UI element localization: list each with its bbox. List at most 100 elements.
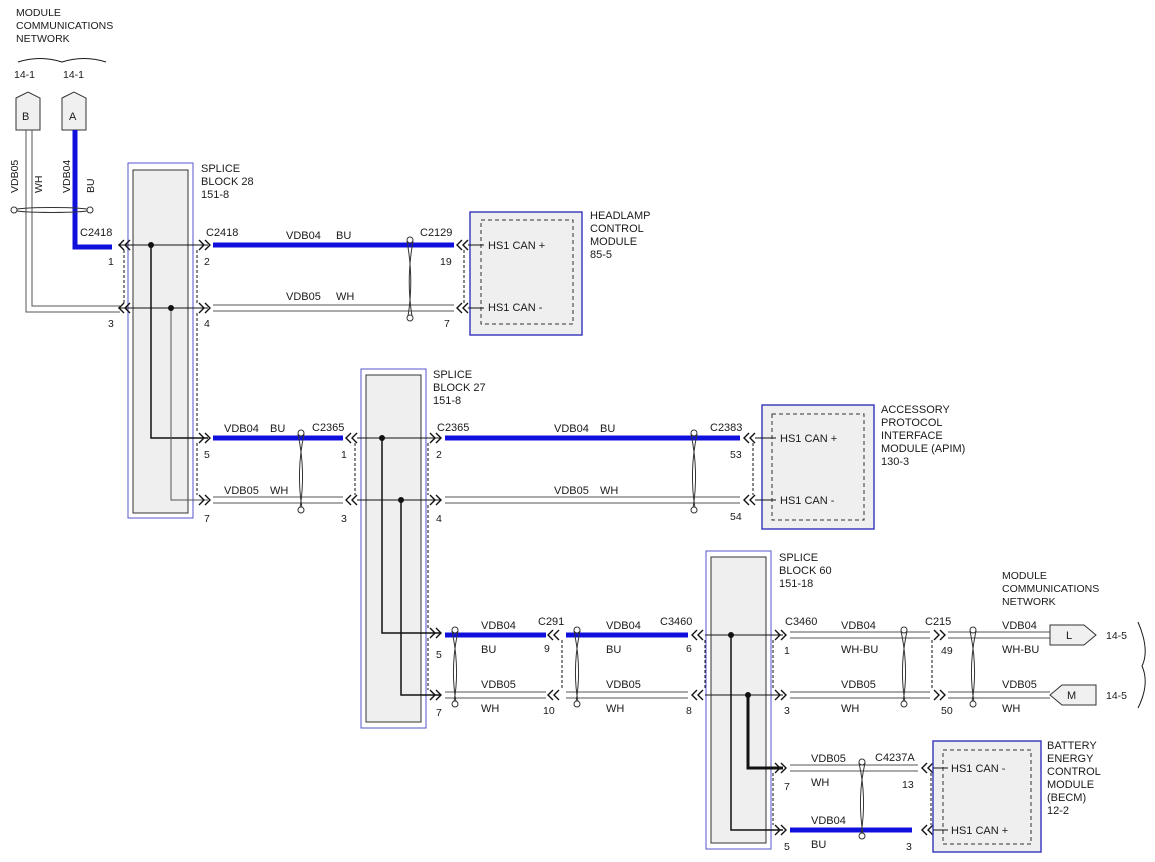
c2383-label: C2383 (710, 422, 742, 434)
connector-c2129[interactable] (456, 239, 469, 314)
wire-c291-s60-can-low (566, 691, 688, 699)
becm-module[interactable] (932, 740, 1042, 853)
c2365-left-label: C2365 (312, 422, 344, 434)
s27-wire-minus-code: VDB05 (224, 485, 259, 497)
s60-wire-minus-code: VDB05 (606, 679, 641, 691)
c3460-right-label: C3460 (785, 616, 817, 628)
apim-title-2: PROTOCOL (881, 417, 943, 429)
becm-wire-plus-color: BU (811, 839, 826, 851)
s60-pin-6: 6 (686, 643, 692, 655)
connector-b[interactable]: B (15, 91, 41, 131)
headlamp-control-module[interactable] (468, 211, 583, 336)
hcm-title-1: HEADLAMP (590, 210, 651, 222)
connector-c2418-right[interactable] (196, 239, 211, 506)
apim-module[interactable] (755, 404, 875, 530)
splice-block-27[interactable] (360, 368, 427, 729)
connector-c2365-right[interactable] (427, 432, 442, 701)
hcm-title-4: 85-5 (590, 249, 612, 261)
becm-title-6: 12-2 (1047, 805, 1069, 817)
connector-c291[interactable] (547, 629, 563, 701)
splice28-title-2: BLOCK 28 (201, 176, 254, 188)
c2418-pin-3: 3 (108, 318, 114, 330)
becm-wire-minus-code: VDB05 (811, 753, 846, 765)
apim-pin-54: 54 (730, 511, 742, 523)
connector-c2418-left[interactable] (118, 239, 131, 314)
becm-pin-3: 3 (906, 841, 912, 853)
s27-pin-5: 5 (436, 649, 442, 661)
network-right-title-1: MODULE (1002, 570, 1047, 582)
wire-b-color: WH (33, 176, 45, 194)
connector-c3460-right[interactable] (772, 629, 787, 836)
wire-apim-can-low (445, 496, 740, 504)
connector-l[interactable]: L (1049, 624, 1097, 646)
c215b-twist (969, 626, 977, 708)
apim-wire-minus-color: WH (600, 485, 618, 497)
s27-pin-3: 3 (341, 513, 347, 525)
connector-c2365-left[interactable] (345, 432, 358, 506)
apim-can-plus-label: HS1 CAN + (780, 433, 837, 445)
becm-title-1: BATTERY (1047, 740, 1097, 752)
connector-c3460-left[interactable] (691, 629, 706, 701)
net-wire-l-code: VDB04 (1002, 620, 1037, 632)
c3460-left-label: C3460 (660, 616, 692, 628)
connector-b-label: B (22, 111, 29, 123)
becm-twist (858, 758, 866, 840)
c4237a-label: C4237A (875, 752, 915, 764)
connector-c215[interactable] (931, 629, 946, 701)
becm-pin-13: 13 (902, 779, 914, 791)
splice60-title-3: 151-18 (779, 578, 813, 590)
connector-a-label: A (69, 111, 77, 123)
becm-title-5: (BECM) (1047, 792, 1086, 804)
c291a-wire-plus-code: VDB04 (481, 620, 516, 632)
splice28-pin-4: 4 (204, 318, 210, 330)
c291a-wire-minus-code: VDB05 (481, 679, 516, 691)
splice60-title-2: BLOCK 60 (779, 565, 832, 577)
becm-can-plus-label: HS1 CAN + (951, 825, 1008, 837)
c2418-left-label: C2418 (80, 227, 112, 239)
splice28-pin-7: 7 (204, 513, 210, 525)
splice27-title-2: BLOCK 27 (433, 382, 486, 394)
connector-c2383[interactable] (743, 432, 756, 506)
twisted-pair-symbol (10, 206, 94, 214)
c215-label: C215 (925, 616, 951, 628)
apim-title-5: 130-3 (881, 456, 909, 468)
network-top-ref-b: 14-1 (14, 69, 35, 81)
hcm-wire-plus-code: VDB04 (286, 230, 321, 242)
connector-l-label: L (1066, 630, 1072, 642)
splice28-pin-5: 5 (204, 449, 210, 461)
splice27-title-3: 151-8 (433, 395, 461, 407)
s27-pin-1: 1 (341, 449, 347, 461)
connector-a[interactable]: A (61, 91, 87, 131)
c215a-twist (900, 626, 908, 708)
s27-wire-plus-code: VDB04 (224, 423, 259, 435)
connector-c4237a[interactable] (921, 762, 934, 836)
c291-pin-10: 10 (543, 705, 555, 717)
net-wire-m-color: WH (1002, 703, 1020, 715)
net-ref-m: 14-5 (1106, 690, 1127, 702)
s60-pin-8: 8 (686, 705, 692, 717)
net-wire-m-code: VDB05 (1002, 679, 1037, 691)
network-top-title-3: NETWORK (16, 33, 70, 45)
wire-a-code: VDB04 (61, 160, 73, 193)
c2365-right-label: C2365 (437, 422, 469, 434)
becm-wire-plus-code: VDB04 (811, 815, 846, 827)
s27-wire-minus-color: WH (270, 485, 288, 497)
wire-c215-net-can-low (948, 691, 1050, 699)
wire-becm-can-low (790, 764, 918, 772)
connector-m[interactable]: M (1049, 684, 1097, 706)
s60-wire-plus-code: VDB04 (606, 620, 641, 632)
s27-pin-2: 2 (436, 449, 442, 461)
s60-pin-5: 5 (784, 841, 790, 853)
network-top-label: MODULE COMMUNICATIONS NETWORK 14-1 14-1 (14, 7, 113, 81)
splice-block-60[interactable] (705, 550, 772, 850)
becm-can-minus-label: HS1 CAN - (951, 763, 1006, 775)
splice-block-28[interactable] (127, 162, 194, 519)
connector-m-label: M (1067, 690, 1076, 702)
splice27-title-1: SPLICE (433, 369, 472, 381)
c291-label: C291 (538, 616, 564, 628)
s60-pin-3: 3 (784, 705, 790, 717)
hcm-title-3: MODULE (590, 236, 637, 248)
splice60-title-1: SPLICE (779, 552, 818, 564)
c291b-twist (573, 626, 581, 708)
apim-pin-53: 53 (730, 449, 742, 461)
